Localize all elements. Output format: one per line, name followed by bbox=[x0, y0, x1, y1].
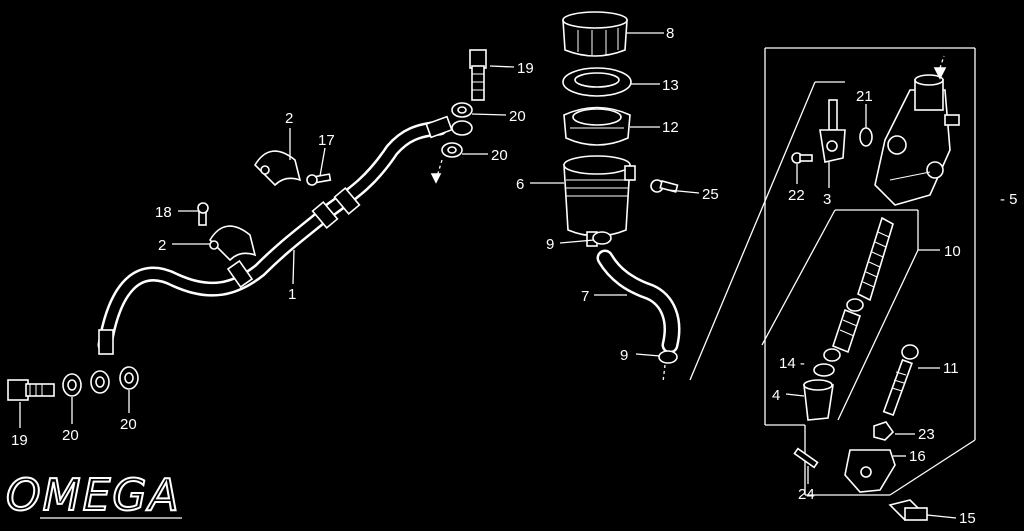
callout-16: 16 bbox=[909, 448, 926, 465]
master-cylinder-body bbox=[874, 74, 960, 206]
callout-9-upper: 9 bbox=[546, 236, 554, 253]
callouts: 8 19 13 20 12 20 2 17 6 25 18 2 9 1 7 9 … bbox=[11, 25, 1018, 527]
callout-1: 1 bbox=[288, 286, 296, 303]
reservoir bbox=[563, 155, 636, 247]
callout-2-upper: 2 bbox=[285, 110, 293, 127]
reservoir-tube bbox=[596, 249, 681, 354]
callout-17: 17 bbox=[318, 132, 335, 149]
leader-lines bbox=[19, 32, 957, 519]
callout-18: 18 bbox=[155, 204, 172, 221]
hose-fitting-lower bbox=[98, 329, 114, 355]
omega-logo: OMEGA bbox=[6, 470, 181, 521]
pin-24 bbox=[793, 447, 819, 469]
callout-9-lower: 9 bbox=[620, 347, 628, 364]
clip-9-lower bbox=[658, 350, 678, 364]
callout-25: 25 bbox=[702, 186, 719, 203]
callout-20-lower-1: 20 bbox=[62, 427, 79, 444]
hose-fitting-upper bbox=[425, 115, 453, 139]
clip-9-upper bbox=[592, 231, 612, 245]
hose-sleeve-mid bbox=[311, 200, 339, 230]
piston-spring-set bbox=[823, 216, 894, 362]
callout-12: 12 bbox=[662, 119, 679, 136]
callout-4: 4 bbox=[772, 387, 780, 404]
joint-3 bbox=[819, 99, 846, 163]
hose-clamp-lower bbox=[208, 225, 257, 262]
banjo-bolt-upper bbox=[469, 49, 487, 101]
master-cylinder-bracket bbox=[689, 47, 976, 496]
callout-14: 14 - bbox=[779, 355, 805, 372]
callout-15: 15 bbox=[959, 510, 976, 527]
callout-3: 3 bbox=[823, 191, 831, 208]
push-rod-11 bbox=[882, 344, 919, 417]
hose-clamp-upper bbox=[253, 150, 302, 187]
reservoir-cap bbox=[562, 11, 628, 57]
callout-11: 11 bbox=[943, 360, 959, 377]
hose-sleeve-lower bbox=[226, 259, 254, 289]
diaphragm bbox=[563, 106, 631, 146]
hose-sleeve-upper bbox=[333, 186, 361, 216]
clevis-16 bbox=[844, 449, 896, 493]
callout-5: - 5 bbox=[1000, 191, 1018, 208]
callout-13: 13 bbox=[662, 77, 679, 94]
callout-2-lower: 2 bbox=[158, 237, 166, 254]
callout-10: 10 bbox=[944, 243, 961, 260]
boot-4 bbox=[803, 379, 834, 421]
callout-7: 7 bbox=[581, 288, 589, 305]
callout-23: 23 bbox=[918, 426, 935, 443]
screw-22 bbox=[791, 152, 813, 164]
callout-24: 24 bbox=[798, 486, 815, 503]
brake-hose bbox=[97, 115, 453, 355]
callout-20-lower-2: 20 bbox=[120, 416, 137, 433]
callout-8: 8 bbox=[666, 25, 674, 42]
callout-6: 6 bbox=[516, 176, 524, 193]
bolt-25 bbox=[650, 179, 679, 193]
diaphragm-plate bbox=[562, 67, 632, 97]
hose-eye-upper bbox=[451, 120, 473, 136]
callout-19-upper: 19 bbox=[517, 60, 534, 77]
bolt-17 bbox=[306, 173, 332, 186]
nut-23 bbox=[873, 421, 895, 441]
banjo-bolt-lower bbox=[7, 379, 55, 401]
bolt-18 bbox=[197, 202, 209, 226]
callout-19-lower: 19 bbox=[11, 432, 28, 449]
callout-20-upper-2: 20 bbox=[491, 147, 508, 164]
o-ring-21 bbox=[859, 127, 873, 147]
joint-pin-15 bbox=[888, 499, 928, 521]
callout-21: 21 bbox=[856, 88, 873, 105]
ring-14 bbox=[813, 363, 835, 377]
callout-22: 22 bbox=[788, 187, 805, 204]
callout-20-upper-1: 20 bbox=[509, 108, 526, 125]
